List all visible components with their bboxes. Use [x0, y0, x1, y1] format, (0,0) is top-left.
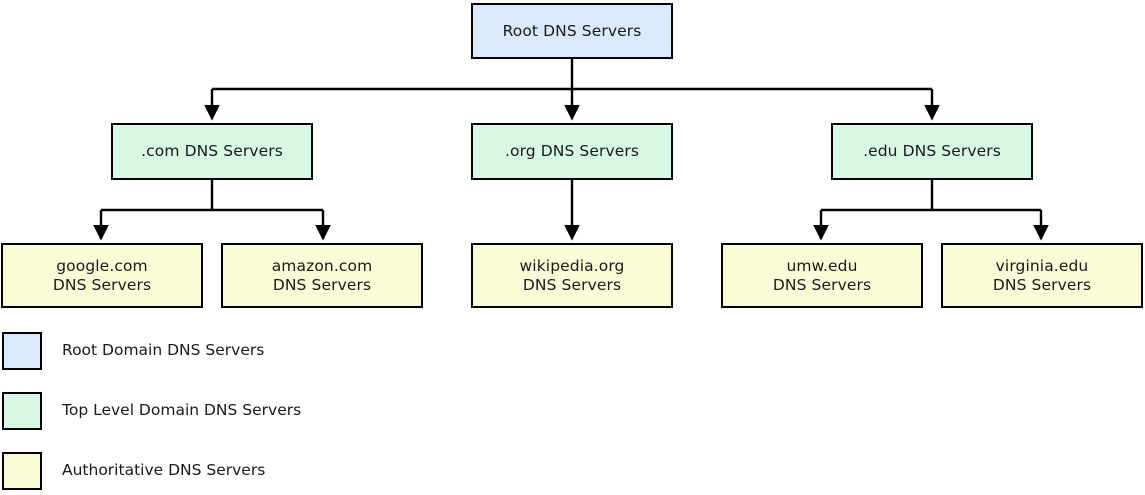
- node-tld-com-label: .com DNS Servers: [141, 142, 283, 160]
- node-auth-virginia-line1: virginia.edu: [995, 256, 1089, 275]
- node-authoritative-amazon-com[interactable]: amazon.com DNS Servers: [221, 243, 423, 308]
- node-auth-google-line1: google.com: [56, 256, 148, 275]
- legend-swatch-root-domain: [2, 332, 42, 370]
- node-auth-amazon-line2: DNS Servers: [272, 275, 372, 294]
- legend-label-root-domain: Root Domain DNS Servers: [62, 341, 265, 359]
- node-auth-virginia-text: virginia.edu DNS Servers: [993, 257, 1091, 295]
- node-tld-edu[interactable]: .edu DNS Servers: [831, 123, 1033, 180]
- node-auth-virginia-line2: DNS Servers: [992, 275, 1092, 294]
- node-tld-org[interactable]: .org DNS Servers: [471, 123, 673, 180]
- node-authoritative-google-com[interactable]: google.com DNS Servers: [1, 243, 203, 308]
- node-tld-edu-label: .edu DNS Servers: [863, 142, 1001, 160]
- node-auth-amazon-text: amazon.com DNS Servers: [272, 257, 373, 295]
- node-root-label: Root DNS Servers: [502, 21, 642, 40]
- legend-swatch-authoritative: [2, 452, 42, 490]
- node-authoritative-wikipedia-org[interactable]: wikipedia.org DNS Servers: [471, 243, 673, 308]
- node-auth-wikipedia-text: wikipedia.org DNS Servers: [520, 257, 625, 295]
- node-auth-umw-line2: DNS Servers: [772, 275, 872, 294]
- node-auth-amazon-line1: amazon.com: [271, 256, 373, 275]
- node-auth-wikipedia-line2: DNS Servers: [522, 275, 622, 294]
- legend-swatch-top-level-domain: [2, 392, 42, 430]
- node-tld-org-label: .org DNS Servers: [504, 142, 640, 160]
- node-tld-com[interactable]: .com DNS Servers: [111, 123, 313, 180]
- node-auth-umw-line1: umw.edu: [786, 256, 858, 275]
- node-auth-google-text: google.com DNS Servers: [53, 257, 151, 295]
- legend-label-top-level-domain: Top Level Domain DNS Servers: [62, 401, 302, 419]
- node-auth-umw-text: umw.edu DNS Servers: [773, 257, 871, 295]
- node-auth-google-line2: DNS Servers: [52, 275, 152, 294]
- legend-label-authoritative: Authoritative DNS Servers: [62, 461, 266, 479]
- node-auth-wikipedia-line1: wikipedia.org: [519, 256, 625, 275]
- node-authoritative-umw-edu[interactable]: umw.edu DNS Servers: [721, 243, 923, 308]
- node-authoritative-virginia-edu[interactable]: virginia.edu DNS Servers: [941, 243, 1143, 308]
- node-root-dns-servers[interactable]: Root DNS Servers: [471, 3, 673, 59]
